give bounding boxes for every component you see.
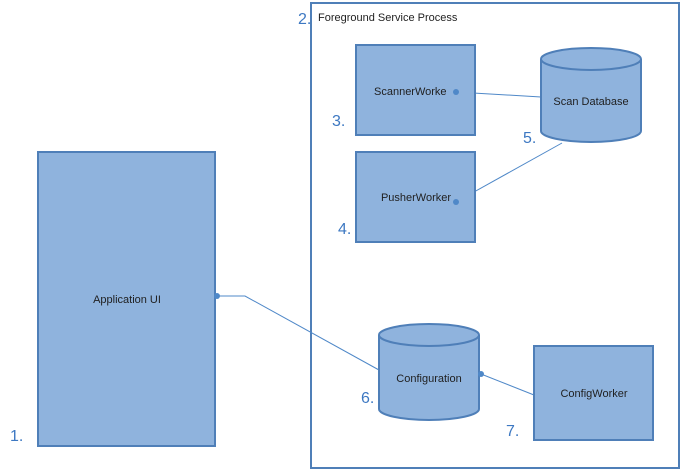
application-ui-box: [37, 151, 216, 447]
process-title: Foreground Service Process: [318, 12, 458, 24]
connector-configuration-configworker: [480, 373, 535, 396]
connector-dot-pusher-worker: [453, 199, 459, 205]
application-ui-node: Application UI: [37, 151, 216, 447]
process-number: 2.: [298, 11, 311, 28]
scan-database-cylinder-top: [540, 47, 642, 71]
connector-dot-configuration: [478, 371, 484, 377]
configuration-node: Configuration: [378, 323, 480, 421]
pusher-worker-box: [355, 151, 476, 243]
connector-ui-configuration: [217, 295, 380, 371]
scan-database-label: Scan Database: [553, 96, 628, 108]
configuration-number: 6.: [361, 390, 374, 407]
scan-database-node: Scan Database: [540, 47, 642, 143]
pusher-worker-node: PusherWorker: [355, 151, 476, 243]
scan-database-number: 5.: [523, 130, 536, 147]
connector-dot-scanner-worker: [453, 89, 459, 95]
pusher-worker-label: PusherWorker: [381, 192, 451, 204]
foreground-process-frame: [310, 2, 680, 469]
application-ui-label: Application UI: [93, 294, 161, 306]
scanner-worker-label: ScannerWorke: [374, 86, 447, 98]
scanner-worker-number: 3.: [332, 113, 345, 130]
config-worker-node: ConfigWorker: [533, 345, 654, 441]
scan-database-cylinder: [540, 59, 642, 143]
config-worker-number: 7.: [506, 423, 519, 440]
application-ui-number: 1.: [10, 428, 23, 445]
config-worker-label: ConfigWorker: [560, 388, 627, 400]
pusher-worker-number: 4.: [338, 221, 351, 238]
config-worker-box: [533, 345, 654, 441]
configuration-cylinder-top: [378, 323, 480, 347]
configuration-cylinder: [378, 335, 480, 421]
connector-dot-application-ui: [214, 293, 220, 299]
configuration-label: Configuration: [396, 373, 461, 385]
